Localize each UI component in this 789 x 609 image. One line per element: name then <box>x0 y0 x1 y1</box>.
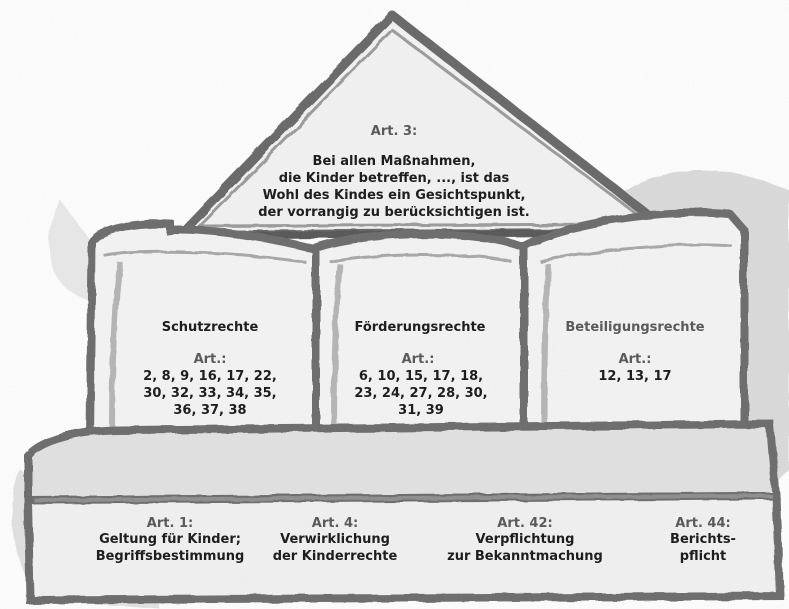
pillar-art-label-schutzrechte: Art.: <box>193 352 227 367</box>
base-text-art-4: Verwirklichung der Kinderrechte <box>272 532 398 564</box>
pillar-title-beteiligungsrechte: Beteiligungsrechte <box>565 320 705 335</box>
base-heading-art-44: Art. 44: <box>675 516 731 531</box>
pillar-art-label-beteiligungsrechte: Art.: <box>618 352 652 367</box>
base-text-art-44: Berichts- pflicht <box>670 532 736 564</box>
pillar-title-foerderungsrechte: Förderungsrechte <box>354 320 486 335</box>
base-heading-art-4: Art. 4: <box>311 516 359 531</box>
base-heading-art-1: Art. 1: <box>146 516 194 531</box>
pillar-articles-schutzrechte: 2, 8, 9, 16, 17, 22, 30, 32, 33, 34, 35,… <box>143 369 277 418</box>
pillar-articles-foerderungsrechte: 6, 10, 15, 17, 18, 23, 24, 27, 28, 30, 3… <box>354 369 488 418</box>
base-text-art-42: Verpflichtung zur Bekanntmachung <box>447 532 603 564</box>
roof-heading: Art. 3: <box>370 124 418 139</box>
base-heading-art-42: Art. 42: <box>497 516 553 531</box>
base-text-art-1: Geltung für Kinder; Begriffsbestimmung <box>95 532 245 564</box>
roof-text: Bei allen Maßnahmen, die Kinder betreffe… <box>258 154 530 220</box>
pillar-title-schutzrechte: Schutzrechte <box>161 320 259 335</box>
pillar-art-label-foerderungsrechte: Art.: <box>401 352 435 367</box>
pillar-articles-beteiligungsrechte: 12, 13, 17 <box>598 369 672 384</box>
